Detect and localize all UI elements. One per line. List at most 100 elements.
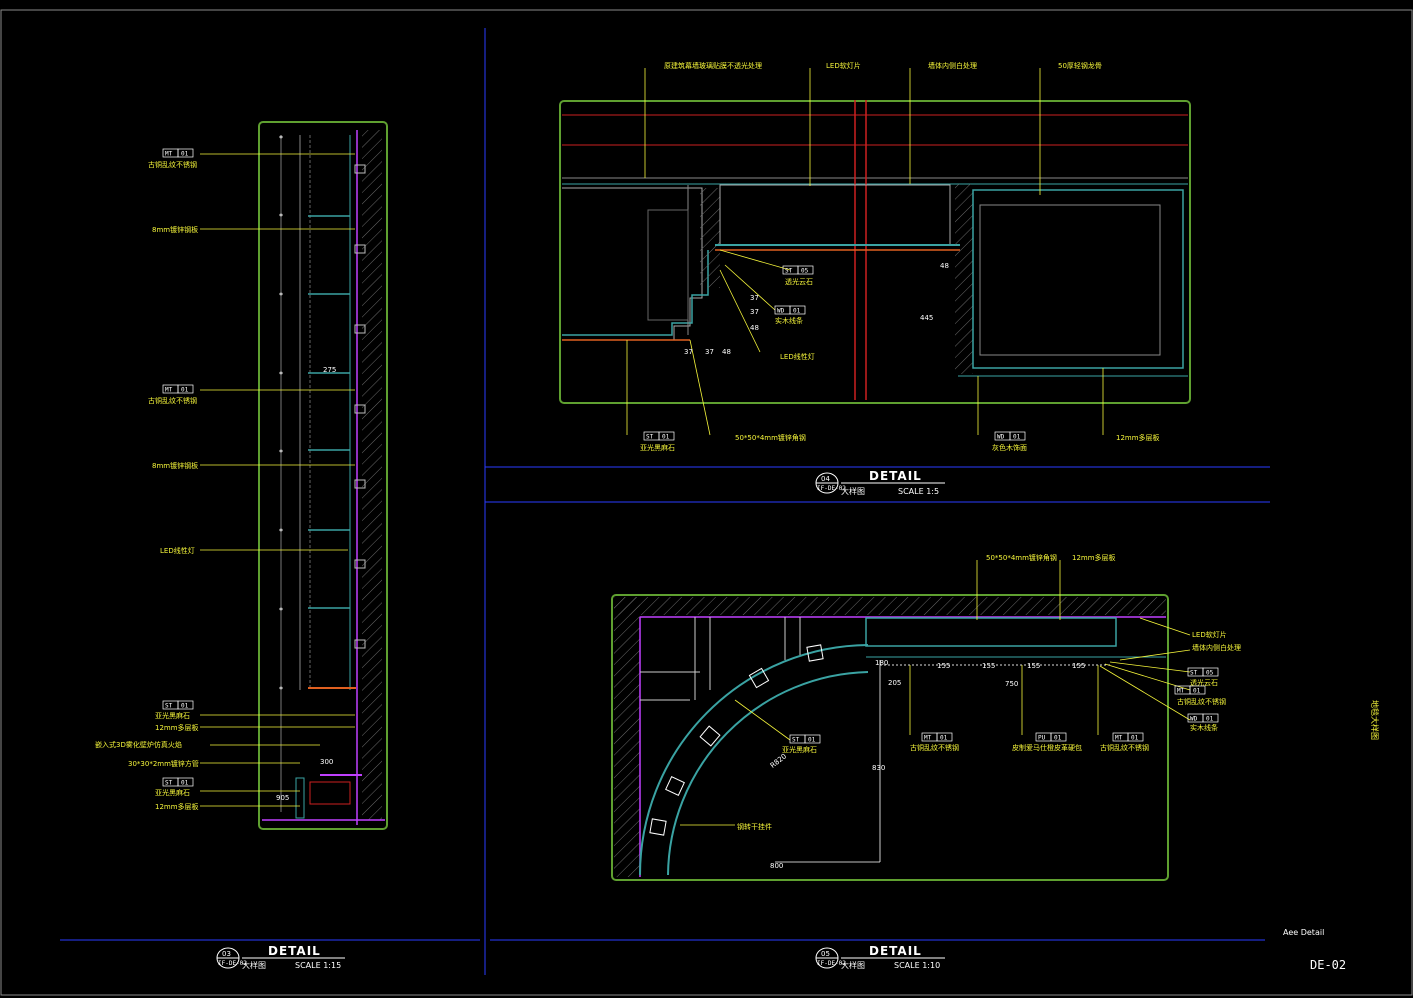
d03-code-1: 01 — [181, 151, 189, 158]
d04-dim-4: 37 — [750, 294, 759, 302]
d03-label-11: 12mm多层板 — [155, 802, 199, 811]
d05-right-code-5: 01 — [1206, 716, 1214, 723]
d04-dim-5: 48 — [750, 324, 759, 332]
d04-subtitle: 大样图 — [841, 486, 865, 496]
d05-top-label-2: 12mm多层板 — [1072, 553, 1116, 562]
d05-bottom-label-4: 古铜乱纹不锈钢 — [1100, 743, 1149, 752]
d04-label-6: 灰色木饰面 — [992, 443, 1027, 452]
d04-code-4: 01 — [662, 434, 670, 441]
layout-dividers — [60, 28, 1270, 975]
d04-tag-2: WD — [777, 308, 785, 315]
d03-code-10: 01 — [181, 780, 189, 787]
d03-label-6: 亚光黑麻石 — [155, 711, 190, 720]
d05-bottom-tag-1: ST — [792, 737, 800, 744]
d04-label-5: 50*50*4mm镀锌角钢 — [735, 433, 806, 442]
d04-dim-2: 37 — [705, 348, 714, 356]
d05-dim-9: 800 — [770, 862, 783, 870]
d05-bottom-tag-2: MT — [924, 735, 932, 742]
d03-scale: SCALE 1:15 — [295, 961, 341, 970]
d05-dim-7: 750 — [1005, 680, 1018, 688]
d05-ref: IF-DE-02 — [817, 960, 846, 967]
d05-dim-5: 155 — [1027, 662, 1040, 670]
d03-title: DETAIL — [268, 944, 321, 958]
d05-right-code-3: 05 — [1206, 670, 1214, 677]
d04-dim-1: 37 — [684, 348, 693, 356]
d05-dim-4: 155 — [982, 662, 995, 670]
d04-dim-3: 48 — [722, 348, 731, 356]
d05-dim-6: 155 — [1072, 662, 1085, 670]
d03-dim-1: 300 — [320, 758, 333, 766]
d05-dim-3: 155 — [937, 662, 950, 670]
d04-tag-4: ST — [646, 434, 654, 441]
d05-right-label-4: 古铜乱纹不锈钢 — [1177, 697, 1226, 706]
d04-dim-7: 48 — [940, 262, 949, 270]
d05-bottom-code-1: 01 — [808, 737, 816, 744]
d05-right-code-4: 01 — [1193, 688, 1201, 695]
d03-tag-10: ST — [165, 780, 173, 787]
d05-bottom-code-3: 01 — [1054, 735, 1062, 742]
d04-top-label-1: 原建筑幕墙玻璃贴膜不透光处理 — [664, 61, 762, 70]
d05-bottom-label-1: 亚光黑麻石 — [782, 745, 817, 754]
detail-03-drawing — [200, 121, 388, 830]
d05-right-label-1: LED软灯片 — [1192, 630, 1227, 639]
d04-label-1: 透光云石 — [785, 277, 813, 286]
d04-dim-6: 37 — [750, 308, 759, 316]
d05-title: DETAIL — [869, 944, 922, 958]
sheet-title: Aee Detail — [1283, 928, 1324, 937]
d03-dim-0: 275 — [323, 366, 336, 374]
d05-dim-2: 205 — [888, 679, 901, 687]
d03-code-6: 01 — [181, 703, 189, 710]
d04-label-7: 12mm多层板 — [1116, 433, 1160, 442]
d04-dim-8: 445 — [920, 314, 933, 322]
d05-right-label-2: 墙体内侧白处理 — [1192, 643, 1241, 652]
detail-03-title-block: 03 IF-DE-02 DETAIL 大样图 SCALE 1:15 — [216, 944, 345, 970]
d04-tag-6: WD — [997, 434, 1005, 441]
d05-bottom-tag-4: MT — [1115, 735, 1123, 742]
sheet-border — [0, 9, 1413, 996]
d04-label-2: 实木线条 — [775, 316, 803, 325]
d03-subtitle: 大样图 — [242, 960, 266, 970]
d05-radius: R820 — [769, 752, 788, 770]
d03-label-5: LED线性灯 — [160, 546, 195, 555]
d03-label-4: 8mm镀锌钢板 — [152, 461, 198, 470]
d05-right-tag-4: MT — [1177, 688, 1185, 695]
d03-label-9: 30*30*2mm镀锌方管 — [128, 759, 199, 768]
d05-bottom-tag-3: PU — [1038, 735, 1046, 742]
d05-bottom-label-2: 古铜乱纹不锈钢 — [910, 743, 959, 752]
d03-number: 03 — [222, 950, 231, 958]
d04-code-1: 05 — [801, 268, 809, 275]
detail-04-labels: 原建筑幕墙玻璃贴膜不透光处理 LED软灯片 墙体内侧白处理 50厚轻钢龙骨 ST… — [640, 61, 1160, 452]
d03-label-10: 亚光黑麻石 — [155, 788, 190, 797]
detail-04-drawing — [559, 68, 1191, 436]
d05-right-tag-5: WD — [1190, 716, 1198, 723]
d03-tag-1: MT — [165, 151, 173, 158]
d03-dim-2: 905 — [276, 794, 289, 802]
d03-tag-3: MT — [165, 387, 173, 394]
d04-top-label-4: 50厚轻钢龙骨 — [1058, 61, 1102, 70]
detail-05-title-block: 05 IF-DE-02 DETAIL 大样图 SCALE 1:10 — [815, 944, 945, 970]
d05-subtitle: 大样图 — [841, 960, 865, 970]
d03-code-3: 01 — [181, 387, 189, 394]
d04-code-2: 01 — [793, 308, 801, 315]
d04-code-6: 01 — [1013, 434, 1021, 441]
d04-title: DETAIL — [869, 469, 922, 483]
d05-scale: SCALE 1:10 — [894, 961, 940, 970]
d04-number: 04 — [821, 475, 830, 483]
d05-bottom-label-3: 皮制爱马仕橙皮革硬包 — [1012, 743, 1082, 752]
d03-label-7: 12mm多层板 — [155, 723, 199, 732]
sheet-info: 地毯大样图 Aee Detail DE-02 — [1283, 700, 1380, 972]
d05-right-label-5: 实木线条 — [1190, 723, 1218, 732]
d05-dim-8: 830 — [872, 764, 885, 772]
d03-label-8: 嵌入式3D雾化壁炉仿真火焰 — [95, 740, 182, 749]
d05-left-label: 钢转干挂件 — [737, 822, 772, 831]
d04-top-label-3: 墙体内侧白处理 — [928, 61, 977, 70]
d05-bottom-code-4: 01 — [1131, 735, 1139, 742]
d05-right-tag-3: ST — [1190, 670, 1198, 677]
d03-label-1: 古铜乱纹不锈钢 — [148, 160, 197, 169]
d05-number: 05 — [821, 950, 830, 958]
d05-dim-1: 180 — [875, 659, 888, 667]
d03-label-2: 8mm镀锌钢板 — [152, 225, 198, 234]
d03-ref: IF-DE-02 — [218, 960, 247, 967]
d04-top-label-2: LED软灯片 — [826, 61, 861, 70]
